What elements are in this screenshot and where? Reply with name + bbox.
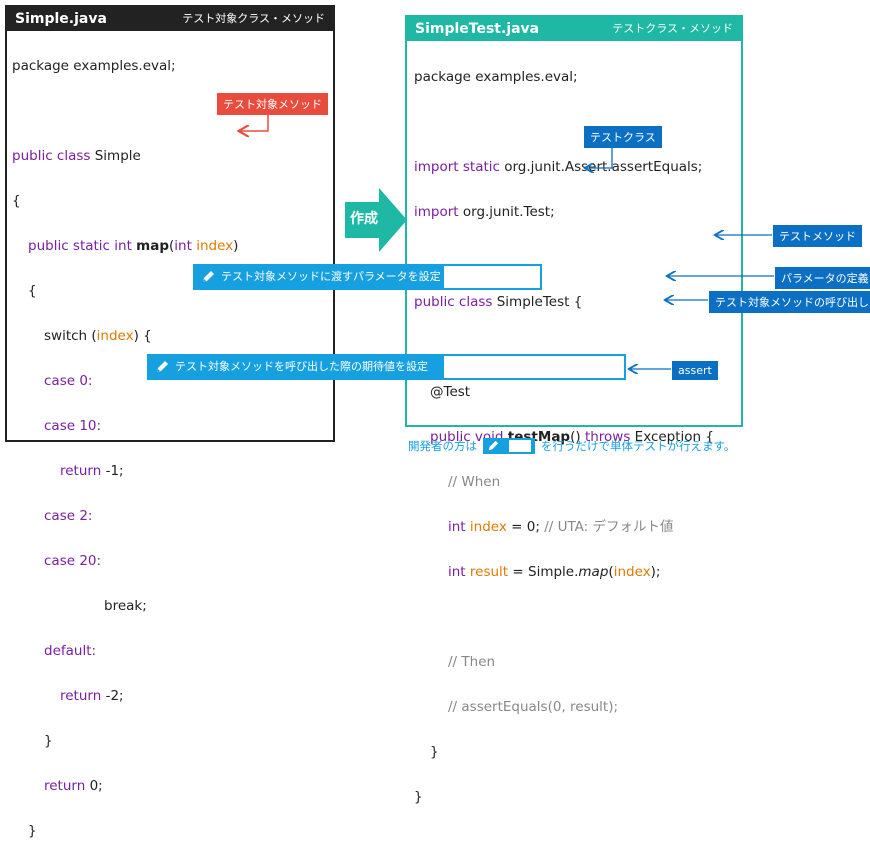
test-panel-header: SimpleTest.java テストクラス・メソッド <box>407 17 741 41</box>
code-line: int index = 0; // UTA: デフォルト値 <box>448 518 674 535</box>
code-line: @Test <box>430 383 471 400</box>
source-filename: Simple.java <box>15 11 107 27</box>
test-panel: SimpleTest.java テストクラス・メソッド <box>405 15 743 427</box>
code-line: // assertEquals(0, result); <box>448 698 619 715</box>
source-panel-header: Simple.java テスト対象クラス・メソッド <box>7 7 333 31</box>
create-arrow-label: 作成 <box>350 211 378 227</box>
code-line: case 10: <box>44 417 102 434</box>
param-def-tag: パラメータの定義 <box>775 267 870 289</box>
code-line: return -1; <box>60 462 124 479</box>
param-highlight-box <box>442 264 542 290</box>
pencil-icon <box>203 271 214 282</box>
target-method-tag: テスト対象メソッド <box>217 93 328 115</box>
code-line: return -2; <box>60 687 124 704</box>
test-filename: SimpleTest.java <box>415 21 540 37</box>
test-subtitle: テストクラス・メソッド <box>612 22 733 35</box>
code-line: case 20: <box>44 552 102 569</box>
mini-setting-badge-icon <box>483 438 535 454</box>
code-line: int result = Simple.map(index); <box>448 563 661 580</box>
code-line: } <box>44 732 53 749</box>
method-call-tag: テスト対象メソッドの呼び出し <box>709 291 870 313</box>
assert-tag: assert <box>672 361 718 380</box>
code-line: } <box>430 743 439 760</box>
expected-highlight-box <box>442 354 626 380</box>
code-line: return 0; <box>44 777 103 794</box>
footer-note: 開発者の方は を行うだけで単体テストが行えます。 <box>408 438 735 454</box>
code-line: public void testMap() throws Exception { <box>430 428 714 445</box>
code-line: { <box>12 192 21 209</box>
param-setting-bar[interactable]: テスト対象メソッドに渡すパラメータを設定 <box>193 264 443 290</box>
code-line: import static org.junit.Assert.assertEqu… <box>414 158 703 175</box>
class-arrow-line <box>586 146 613 168</box>
code-line: public class SimpleTest { <box>414 293 583 310</box>
code-line: default: <box>44 642 97 659</box>
source-subtitle: テスト対象クラス・メソッド <box>182 12 325 25</box>
code-line: } <box>414 788 423 805</box>
footer-before: 開発者の方は <box>408 439 477 453</box>
code-line: public static int map(int index) <box>28 237 239 254</box>
code-line: // Then <box>448 653 496 670</box>
connector-arrows <box>0 111 774 462</box>
code-line: break; <box>104 597 147 614</box>
footer-after: を行うだけで単体テストが行えます。 <box>541 439 736 453</box>
code-line: // When <box>448 473 501 490</box>
source-panel: Simple.java テスト対象クラス・メソッド <box>5 5 335 442</box>
code-line: case 0: <box>44 372 93 389</box>
create-arrow-icon <box>345 188 407 252</box>
test-method-tag: テストメソッド <box>773 225 862 247</box>
code-line: case 2: <box>44 507 93 524</box>
code-line: { <box>28 282 37 299</box>
param-setting-label: テスト対象メソッドに渡すパラメータを設定 <box>221 270 441 283</box>
expected-setting-label: テスト対象メソッドを呼び出した際の期待値を設定 <box>175 360 428 373</box>
code-line: public class Simple <box>12 147 141 164</box>
method-arrow-line <box>240 111 269 131</box>
test-class-tag: テストクラス <box>584 126 662 148</box>
code-line: package examples.eval; <box>12 57 176 74</box>
code-line: package examples.eval; <box>414 68 578 85</box>
code-line: switch (index) { <box>44 327 152 344</box>
code-line <box>414 606 714 629</box>
code-line: import org.junit.Test; <box>414 203 555 220</box>
expected-setting-bar[interactable]: テスト対象メソッドを呼び出した際の期待値を設定 <box>147 354 443 380</box>
code-line: } <box>28 822 37 839</box>
pencil-icon <box>157 361 168 372</box>
